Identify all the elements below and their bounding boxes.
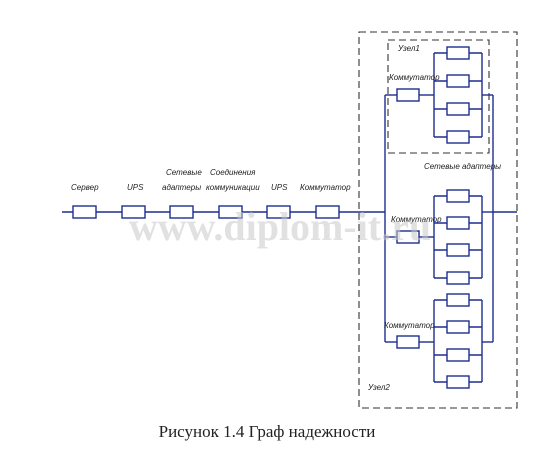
ups2-label: UPS bbox=[271, 183, 288, 192]
net-adapters-caption: Сетевые адаптеры bbox=[424, 162, 501, 171]
node-mid-adapter-group bbox=[434, 189, 482, 285]
node2-switch-label: Коммутатор bbox=[384, 321, 435, 330]
server-label: Сервер bbox=[71, 183, 99, 192]
node1-adapter-block bbox=[446, 46, 470, 60]
node2-title: Узел2 bbox=[367, 383, 390, 392]
ups1-block bbox=[121, 205, 146, 219]
node1-frame bbox=[387, 39, 490, 154]
server-block bbox=[72, 205, 97, 219]
node2-switch-block bbox=[396, 335, 420, 349]
watermark: www.diplom-it.ru bbox=[129, 204, 431, 249]
node2-adapter-block bbox=[446, 375, 470, 389]
node1-adapter-group bbox=[434, 46, 482, 144]
outer-node-frame bbox=[358, 31, 518, 409]
node1-adapter-block bbox=[446, 130, 470, 144]
node1-adapter-block bbox=[446, 102, 470, 116]
net-adapters-block bbox=[169, 205, 194, 219]
connections-label-line1: Соединения bbox=[210, 168, 256, 177]
node2-adapter-group bbox=[434, 293, 482, 389]
node1-title: Узел1 bbox=[397, 44, 420, 53]
ups1-label: UPS bbox=[127, 183, 144, 192]
node2-adapter-block bbox=[446, 320, 470, 334]
figure-caption: Рисунок 1.4 Граф надежности bbox=[159, 422, 376, 441]
switch-label: Коммутатор bbox=[300, 183, 351, 192]
net-adapters-label-line2: адаптеры bbox=[162, 183, 201, 192]
node1-switch-label: Коммутатор bbox=[389, 73, 440, 82]
net-adapters-label-line1: Сетевые bbox=[166, 168, 202, 177]
node-mid-adapter-block bbox=[446, 216, 470, 230]
node2-adapter-block bbox=[446, 293, 470, 307]
node-mid-adapter-block bbox=[446, 243, 470, 257]
node1-switch-block bbox=[396, 88, 420, 102]
node2-adapter-block bbox=[446, 348, 470, 362]
node1-adapter-block bbox=[446, 74, 470, 88]
ups2-block bbox=[266, 205, 291, 219]
connections-label-line2: коммуникации bbox=[206, 183, 260, 192]
node-mid-adapter-block bbox=[446, 271, 470, 285]
node-mid-adapter-block bbox=[446, 189, 470, 203]
switch-block bbox=[315, 205, 340, 219]
connections-block bbox=[218, 205, 243, 219]
node-mid-switch-label: Коммутатор bbox=[391, 215, 442, 224]
